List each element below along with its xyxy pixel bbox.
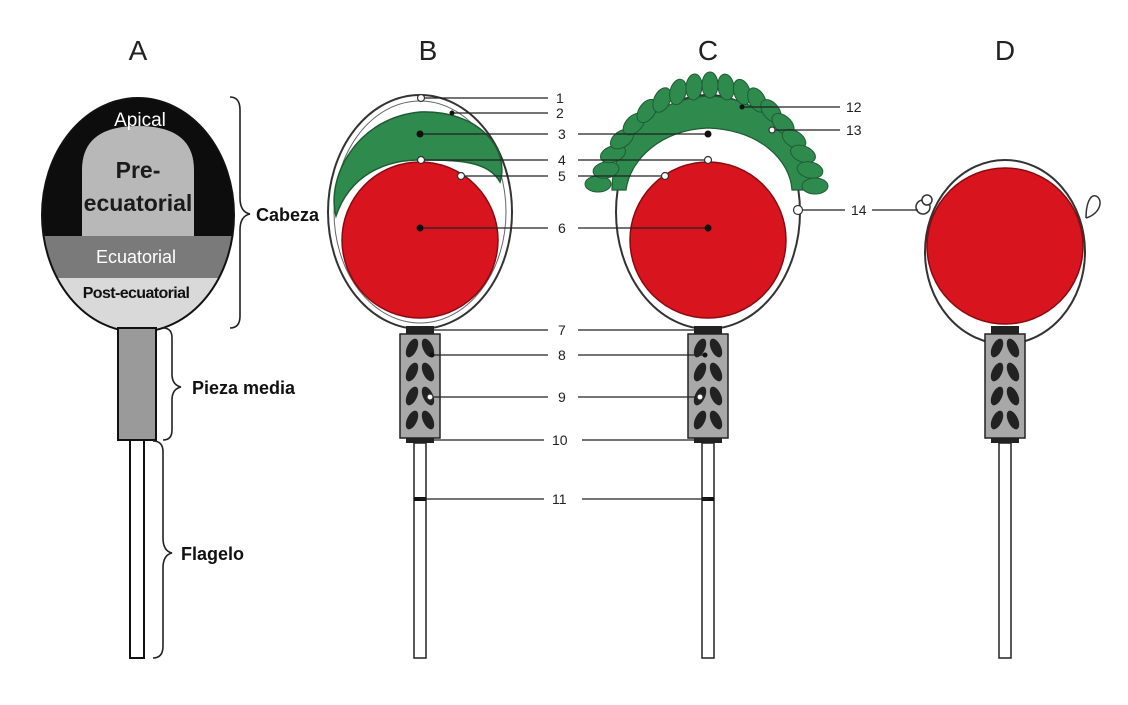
label-pre-ecuatorial-2: ecuatorial — [84, 190, 193, 216]
panel-b-nucleus — [342, 162, 498, 318]
callout-10: 10 — [552, 432, 568, 448]
panel-a-sperm: Apical Pre- ecuatorial Ecuatorial Post-e… — [30, 90, 250, 658]
brace-midpiece — [163, 328, 181, 440]
label-pre-ecuatorial-1: Pre- — [116, 157, 161, 183]
panel-d-flagellum — [999, 443, 1011, 658]
callout-5: 5 — [558, 168, 566, 184]
callout-12: 12 — [846, 99, 862, 115]
panel-letter-d: D — [995, 35, 1015, 66]
brace-flagellum — [153, 441, 172, 658]
label-apical: Apical — [114, 110, 166, 131]
label-ecuatorial: Ecuatorial — [96, 247, 176, 267]
callout-4: 4 — [558, 152, 566, 168]
callout-8: 8 — [558, 347, 566, 363]
panel-d-nucleus — [927, 168, 1083, 324]
panel-c-flagellum — [702, 443, 714, 658]
callout-3: 3 — [558, 126, 566, 142]
panel-b-midpiece — [400, 334, 440, 438]
panel-c-nucleus — [630, 162, 786, 318]
panel-letter-c: C — [698, 35, 718, 66]
panel-b-flagellum — [414, 443, 426, 658]
panel-d-membrane-flap — [1086, 196, 1100, 218]
panel-a-midpiece — [118, 328, 156, 440]
callout-7: 7 — [558, 322, 566, 338]
callout-13: 13 — [846, 122, 862, 138]
label-pieza-media: Pieza media — [192, 378, 296, 398]
label-flagelo: Flagelo — [181, 544, 244, 564]
callout-11: 11 — [552, 491, 567, 507]
panel-c-midpiece — [688, 334, 728, 438]
panel-d-midpiece — [985, 334, 1025, 438]
panel-b-sperm — [328, 95, 512, 658]
callout-9: 9 — [558, 389, 566, 405]
label-post-ecuatorial: Post-ecuatorial — [83, 285, 190, 302]
panel-d-vesicle-2 — [922, 195, 932, 205]
label-cabeza: Cabeza — [256, 205, 320, 225]
panel-letter-b: B — [419, 35, 438, 66]
panel-a-flagellum — [130, 440, 144, 658]
panel-d-sperm — [916, 160, 1100, 658]
callout-2: 2 — [556, 105, 564, 121]
callout-14: 14 — [851, 202, 867, 218]
panel-d-neck — [991, 326, 1019, 334]
panel-letter-a: A — [129, 35, 148, 66]
callout-6: 6 — [558, 220, 566, 236]
callout-1: 1 — [556, 90, 564, 106]
